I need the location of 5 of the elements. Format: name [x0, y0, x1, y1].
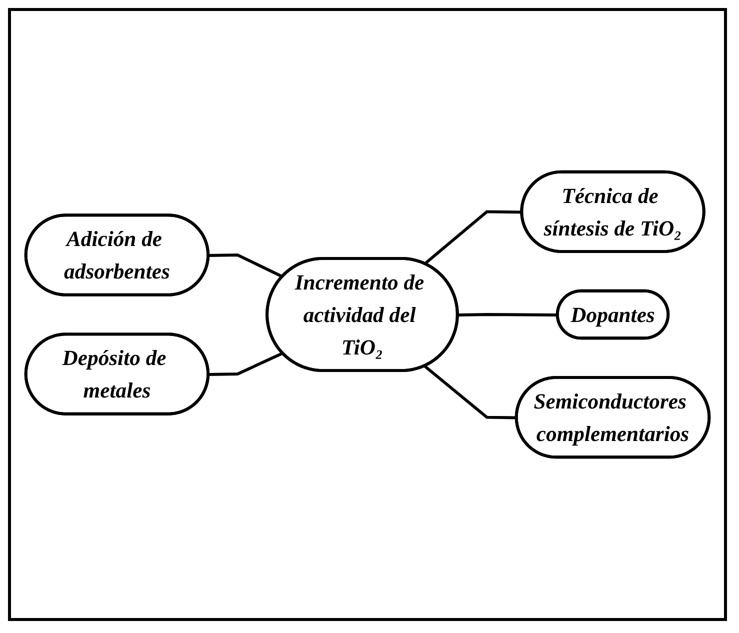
connector [208, 352, 284, 376]
connector [424, 365, 517, 420]
connector [424, 210, 522, 265]
connector [458, 313, 558, 316]
connector [208, 254, 284, 278]
